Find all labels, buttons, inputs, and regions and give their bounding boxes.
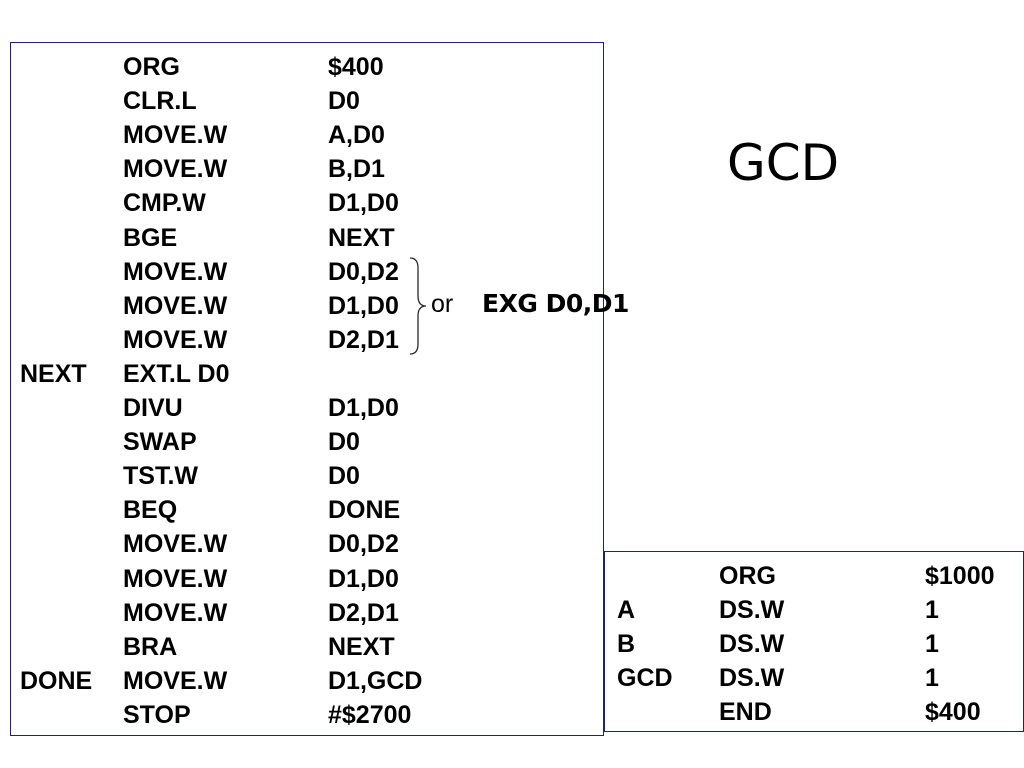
- data-arg: $1000: [925, 562, 995, 590]
- code-op: DIVU: [123, 394, 183, 422]
- code-op: MOVE.W: [123, 564, 228, 593]
- data-line: END $400: [605, 695, 1023, 729]
- code-line: BEQ DONE: [11, 493, 603, 527]
- code-op: CMP.W: [123, 189, 206, 218]
- code-op: BGE: [123, 223, 178, 252]
- alternative-or-text: or: [431, 290, 454, 318]
- code-line: SWAP D0: [11, 425, 603, 459]
- code-op: CLR.L: [123, 87, 197, 116]
- data-line: B DS.W 1: [605, 627, 1023, 661]
- code-op: STOP: [123, 700, 191, 729]
- data-op: END: [719, 698, 772, 727]
- alternative-instruction: EXG D0,D1: [482, 289, 629, 318]
- code-arg: D0,D2: [328, 530, 399, 559]
- code-arg: D1,GCD: [328, 666, 423, 695]
- data-arg: 1: [925, 664, 939, 693]
- code-arg: DONE: [328, 496, 401, 525]
- data-op: DS.W: [719, 596, 785, 625]
- code-line: ORG $400: [11, 50, 603, 84]
- brace-icon: [409, 257, 427, 355]
- code-op: EXT.L D0: [123, 359, 230, 388]
- code-arg: D1,D0: [328, 189, 399, 218]
- code-op: ORG: [123, 53, 180, 81]
- data-line: A DS.W 1: [605, 593, 1023, 627]
- code-arg: NEXT: [328, 632, 395, 661]
- code-line: DONE MOVE.W D1,GCD: [11, 664, 603, 698]
- data-arg: $400: [925, 698, 981, 727]
- code-op: BRA: [123, 632, 178, 661]
- code-line: MOVE.W D0,D2: [11, 527, 603, 561]
- code-arg: D1,D0: [328, 291, 399, 320]
- code-arg: D2,D1: [328, 325, 399, 354]
- data-arg: 1: [925, 630, 939, 659]
- code-line: MOVE.W D1,D0: [11, 562, 603, 596]
- code-line: CMP.W D1,D0: [11, 186, 603, 220]
- code-op: MOVE.W: [123, 325, 228, 354]
- code-arg: D1,D0: [328, 394, 399, 422]
- code-line: BRA NEXT: [11, 630, 603, 664]
- code-arg: D0: [328, 462, 360, 491]
- data-op: DS.W: [719, 664, 785, 693]
- code-arg: D0,D2: [328, 257, 399, 286]
- code-line: NEXT EXT.L D0: [11, 357, 603, 391]
- data-op: DS.W: [719, 630, 785, 659]
- code-arg: B,D1: [328, 155, 385, 184]
- code-arg: A,D0: [328, 121, 385, 150]
- code-op: MOVE.W: [123, 257, 228, 286]
- code-line: MOVE.W A,D0: [11, 118, 603, 152]
- data-line: ORG $1000: [605, 559, 1023, 593]
- data-label: GCD: [617, 664, 673, 693]
- code-op: MOVE.W: [123, 666, 228, 695]
- code-line: MOVE.W D1,D0: [11, 289, 603, 323]
- data-label: A: [617, 596, 636, 625]
- code-line: TST.W D0: [11, 459, 603, 493]
- code-op: MOVE.W: [123, 530, 228, 559]
- data-label: B: [617, 630, 636, 659]
- code-op: SWAP: [123, 428, 197, 457]
- code-op: MOVE.W: [123, 291, 228, 320]
- code-op: TST.W: [123, 462, 198, 491]
- code-line: STOP #$2700: [11, 698, 603, 732]
- data-op: ORG: [719, 562, 776, 590]
- code-arg: D0: [328, 428, 360, 457]
- code-arg: D1,D0: [328, 564, 399, 593]
- code-label: NEXT: [20, 359, 87, 388]
- code-op: MOVE.W: [123, 598, 228, 627]
- code-line: MOVE.W B,D1: [11, 152, 603, 186]
- code-op: MOVE.W: [123, 155, 228, 184]
- code-arg: #$2700: [328, 700, 412, 729]
- code-op: MOVE.W: [123, 121, 228, 150]
- code-line: MOVE.W D0,D2: [11, 255, 603, 289]
- code-line: BGE NEXT: [11, 221, 603, 255]
- code-arg: D2,D1: [328, 598, 399, 627]
- code-line: DIVU D1,D0: [11, 391, 603, 425]
- code-line: MOVE.W D2,D1: [11, 323, 603, 357]
- code-label: DONE: [20, 666, 93, 695]
- data-line: GCD DS.W 1: [605, 661, 1023, 695]
- code-line: CLR.L D0: [11, 84, 603, 118]
- code-arg: $400: [328, 53, 384, 81]
- code-op: BEQ: [123, 496, 178, 525]
- code-arg: NEXT: [328, 223, 395, 252]
- slide-title: GCD: [727, 134, 840, 192]
- code-line: MOVE.W D2,D1: [11, 596, 603, 630]
- data-arg: 1: [925, 596, 939, 625]
- code-arg: D0: [328, 87, 360, 116]
